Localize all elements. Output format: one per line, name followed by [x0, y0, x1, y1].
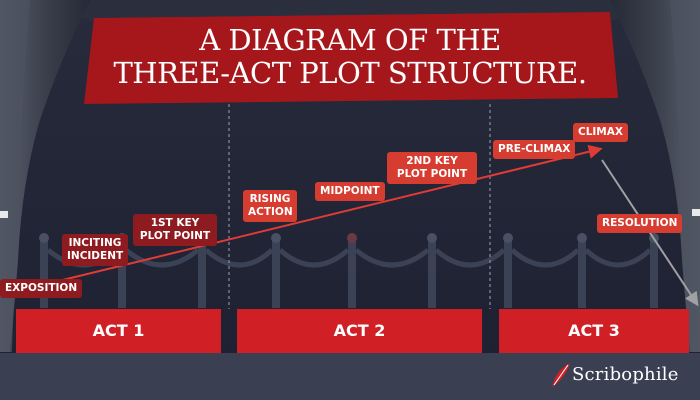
- label-rising-action: RISING ACTION: [243, 190, 297, 222]
- act-2-box: ACT 2: [237, 309, 482, 353]
- stage-floor: [0, 353, 700, 400]
- label-midpoint: MIDPOINT: [315, 182, 385, 201]
- label-2nd-key-plot-point: 2ND KEY PLOT POINT: [387, 152, 477, 184]
- label-inciting-incident: INCITING INCIDENT: [62, 234, 128, 266]
- act-1-box: ACT 1: [16, 309, 221, 353]
- quill-icon: [552, 363, 570, 387]
- brand-name: Scribophile: [572, 364, 679, 385]
- rising-action-arrow: [33, 144, 603, 288]
- title-banner: A DIAGRAM OF THE THREE-ACT PLOT STRUCTUR…: [80, 10, 620, 106]
- diagram-title: A DIAGRAM OF THE THREE-ACT PLOT STRUCTUR…: [80, 24, 620, 90]
- label-resolution: RESOLUTION: [597, 214, 683, 233]
- label-exposition: EXPOSITION: [0, 279, 83, 298]
- title-line-2: THREE-ACT PLOT STRUCTURE.: [113, 56, 587, 90]
- title-line-1: A DIAGRAM OF THE: [199, 23, 501, 57]
- act-3-box: ACT 3: [499, 309, 689, 353]
- brand-logo: Scribophile: [550, 360, 700, 392]
- stanchion-row: [39, 233, 659, 308]
- label-pre-climax: PRE-CLIMAX: [493, 140, 576, 159]
- label-1st-key-plot-point: 1ST KEY PLOT POINT: [133, 214, 217, 246]
- label-climax: CLIMAX: [573, 123, 628, 142]
